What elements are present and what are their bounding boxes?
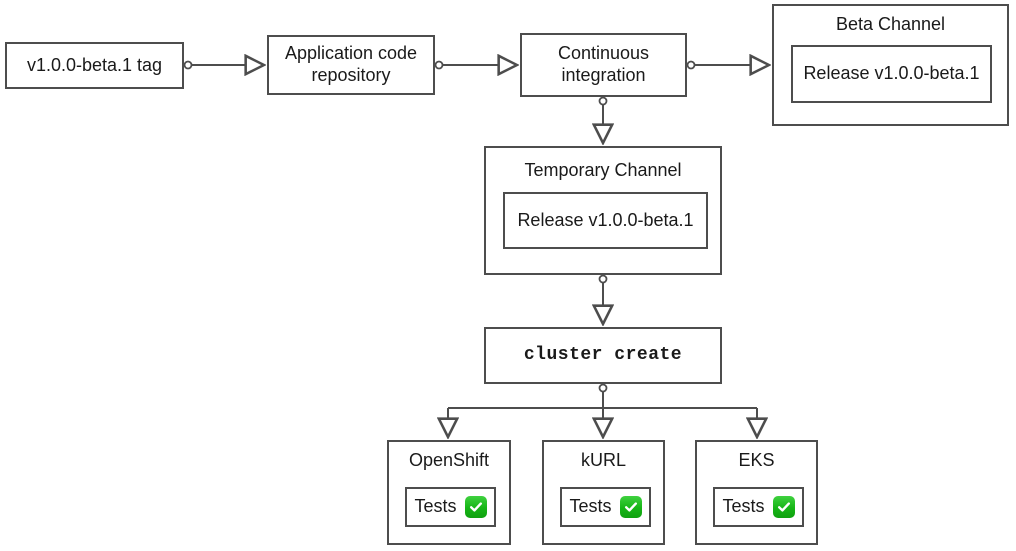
edge-source-dot-tag-repo xyxy=(183,60,193,70)
node-platform-kurl-tests-label: Tests xyxy=(569,496,612,517)
node-platform-eks[interactable]: EKS Tests xyxy=(695,440,818,545)
node-platform-kurl-tests[interactable]: Tests xyxy=(560,487,651,527)
node-beta-channel[interactable]: Beta Channel Release v1.0.0-beta.1 xyxy=(772,4,1009,126)
node-application-code-repository[interactable]: Application code repository xyxy=(267,35,435,95)
green-check-icon xyxy=(619,496,642,518)
node-platform-openshift-tests[interactable]: Tests xyxy=(405,487,496,527)
node-temporary-channel-release[interactable]: Release v1.0.0-beta.1 xyxy=(503,192,708,249)
edge-source-dot-repo-ci xyxy=(434,60,444,70)
edge-source-dot-temp-cluster xyxy=(598,274,608,284)
node-platform-kurl[interactable]: kURL Tests xyxy=(542,440,665,545)
node-platform-openshift[interactable]: OpenShift Tests xyxy=(387,440,511,545)
edge-source-dot-cluster-fanout xyxy=(598,383,608,393)
node-version-tag-label: v1.0.0-beta.1 tag xyxy=(26,54,163,75)
node-temporary-channel[interactable]: Temporary Channel Release v1.0.0-beta.1 xyxy=(484,146,722,275)
node-beta-channel-release[interactable]: Release v1.0.0-beta.1 xyxy=(791,45,992,103)
node-platform-eks-tests[interactable]: Tests xyxy=(713,487,804,527)
node-temporary-channel-release-label: Release v1.0.0-beta.1 xyxy=(517,209,694,230)
edge-source-dot-ci-beta xyxy=(686,60,696,70)
node-platform-kurl-title: kURL xyxy=(580,450,626,470)
node-continuous-integration[interactable]: Continuous integration xyxy=(520,33,687,97)
node-cluster-create-label: cluster create xyxy=(523,344,683,365)
node-beta-channel-title: Beta Channel xyxy=(835,14,946,34)
node-cluster-create[interactable]: cluster create xyxy=(484,327,722,384)
node-platform-openshift-tests-label: Tests xyxy=(414,496,457,517)
edge-source-dot-ci-temp xyxy=(598,96,608,106)
node-platform-eks-tests-label: Tests xyxy=(722,496,765,517)
node-platform-openshift-title: OpenShift xyxy=(408,450,490,470)
node-beta-channel-release-label: Release v1.0.0-beta.1 xyxy=(803,63,980,84)
node-temporary-channel-title: Temporary Channel xyxy=(524,160,682,180)
node-platform-eks-title: EKS xyxy=(738,450,775,470)
node-application-code-repository-label: Application code repository xyxy=(284,43,418,85)
node-continuous-integration-label: Continuous integration xyxy=(557,43,650,85)
green-check-icon xyxy=(464,496,487,518)
green-check-icon xyxy=(772,496,795,518)
node-version-tag[interactable]: v1.0.0-beta.1 tag xyxy=(5,42,184,89)
